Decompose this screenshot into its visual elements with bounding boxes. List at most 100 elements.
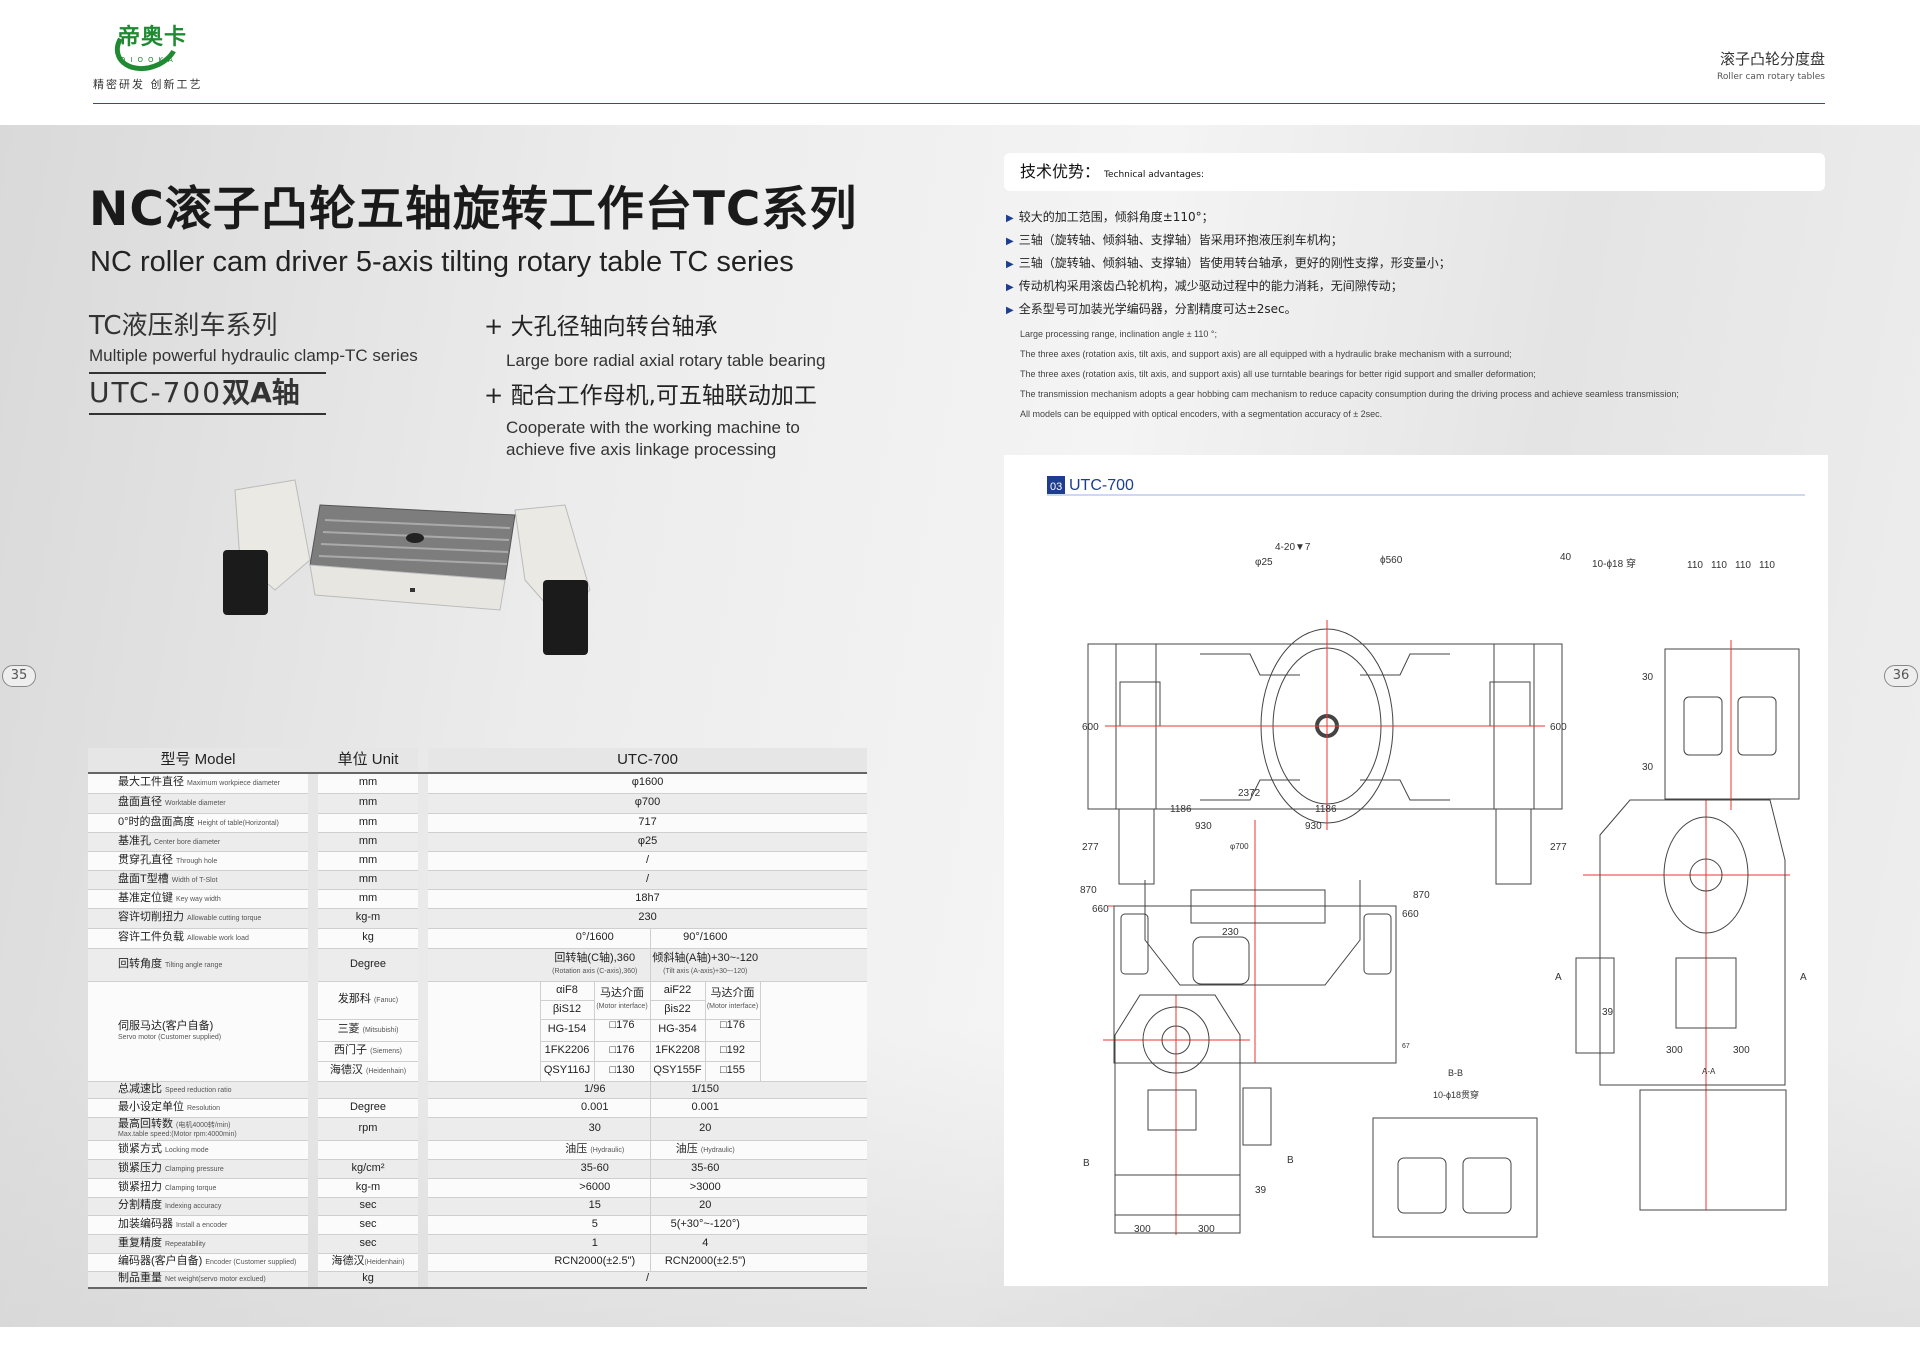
motor-interface-label: 马达介面 — [710, 987, 755, 1000]
header-title-cn: 滚子凸轮分度盘 — [1719, 50, 1825, 68]
spec-value-c: 35-60 — [580, 1161, 609, 1174]
spacer — [308, 1178, 318, 1197]
spec-unit: mm — [358, 776, 378, 789]
spacer — [418, 1117, 428, 1140]
motor-model-cell: HG-154 — [539, 1019, 594, 1042]
logo-subtext: DIOOKA — [120, 56, 178, 64]
spec-unit: kg — [362, 1272, 374, 1285]
motor-interface-cell: □192 — [704, 1041, 760, 1062]
spec-value-cell: 20 — [649, 1117, 760, 1141]
motor-model: HG-154 — [547, 1023, 587, 1036]
advantages-title: 技术优势：Technical advantages: — [1020, 162, 1204, 185]
spec-value-a: 4 — [702, 1236, 709, 1249]
spec-value-c: 30 — [588, 1121, 601, 1134]
spacer — [308, 1019, 318, 1041]
motor-model-cell: HG-354 — [649, 1019, 705, 1042]
triangle-bullet-icon: ▶ — [1006, 259, 1014, 270]
spacer — [308, 889, 318, 908]
motor-model: βis22 — [664, 1002, 691, 1015]
spacer — [760, 1081, 868, 1099]
spec-value-cell: 5 — [540, 1215, 650, 1235]
spec-label-cn: 锁紧扭力 — [118, 1180, 162, 1193]
spec-value-c: 油压 — [565, 1142, 588, 1155]
spacer — [428, 1253, 540, 1272]
header-cell: 型号 Model — [88, 748, 308, 774]
spacer — [308, 851, 318, 870]
spec-label-cn: 盘面T型槽 — [118, 872, 169, 885]
spacer — [308, 1081, 318, 1098]
header-divider — [93, 103, 1825, 104]
spacer — [308, 1061, 318, 1081]
spacer — [428, 928, 540, 949]
motor-model-cell: βiS12 — [539, 1000, 594, 1020]
spec-value-c: 1 — [591, 1236, 598, 1249]
spec-value-cell: / — [428, 870, 868, 890]
spec-label-cn: 编码器(客户自备) — [118, 1255, 203, 1268]
motor-interface-cell: □176 — [593, 1041, 650, 1062]
unit-header: 单位 Unit — [337, 751, 399, 769]
spacer — [308, 1271, 318, 1289]
spec-value-a: 0.001 — [691, 1100, 720, 1113]
advantages-title-en: Technical advantages: — [1104, 170, 1204, 180]
spacer — [428, 981, 540, 1082]
spec-note: (Hydraulic) — [590, 1146, 625, 1154]
spec-value-a: 90°/1600 — [683, 931, 728, 944]
spacer — [418, 928, 428, 948]
spec-label-en: Worktable diameter — [165, 800, 226, 808]
spec-value-cell: 18h7 — [428, 889, 868, 909]
spec-unit-cell: mm — [318, 793, 418, 814]
spec-label-cn: 重复精度 — [118, 1236, 162, 1249]
spec-unit-cell — [318, 1081, 418, 1099]
spacer — [428, 1117, 540, 1141]
spec-label-cn: 最小设定单位 — [118, 1100, 184, 1113]
spec-unit: sec — [359, 1199, 377, 1212]
advantage-text-en: Large processing range, inclination angl… — [1020, 329, 1217, 339]
spec-label-en: Allowable cutting torque — [187, 915, 262, 923]
model-title: UTC-700双A轴 — [89, 377, 300, 408]
spacer — [428, 1215, 540, 1235]
table-row: 伺服马达(客户自备)Servo motor (Customer supplied… — [88, 981, 868, 1082]
motor-interface-cell: □176 — [704, 1019, 760, 1042]
spacer — [418, 948, 428, 981]
spacer — [418, 1061, 428, 1081]
spacer — [760, 948, 868, 982]
spec-value: 230 — [638, 911, 657, 924]
spacer — [760, 1215, 868, 1235]
spec-value-cell: 20 — [649, 1197, 760, 1216]
spec-value-cell: / — [428, 1271, 868, 1289]
spec-unit-cell: mm — [318, 773, 418, 794]
spec-unit: mm — [358, 872, 378, 885]
page-number-left: 35 — [2, 665, 36, 687]
spacer — [308, 1117, 318, 1140]
spec-value-a: 倾斜轴(A轴)+30~-120 — [652, 951, 759, 964]
advantage-text-en: The three axes (rotation axis, tilt axis… — [1020, 369, 1536, 379]
spacer — [418, 1159, 428, 1178]
motor-interface: □192 — [720, 1044, 745, 1057]
spec-label-en: Through hole — [176, 857, 218, 865]
spec-label-en: (电机4000转/min) — [176, 1121, 231, 1129]
servo-brand-cell: 三菱 (Mitsubishi) — [318, 1019, 418, 1042]
spacer — [418, 793, 428, 813]
spec-value-c: >6000 — [579, 1180, 611, 1193]
spacer — [760, 1253, 868, 1272]
servo-brand: 西门子 — [334, 1044, 368, 1057]
advantage-item: ▶较大的加工范围，倾斜角度±110°； — [1006, 210, 1214, 226]
spec-unit: sec — [359, 1217, 377, 1230]
spec-value-cell: 油压 (Hydraulic) — [649, 1140, 760, 1160]
spacer — [418, 1098, 428, 1117]
spec-unit: mm — [358, 796, 378, 809]
spec-unit: kg/cm² — [351, 1161, 385, 1174]
spec-label-cn: 锁紧压力 — [118, 1161, 162, 1174]
spec-label-en: Clamping pressure — [165, 1165, 224, 1173]
servo-brand-en: (Fanuc) — [373, 997, 399, 1005]
spacer — [308, 1197, 318, 1215]
